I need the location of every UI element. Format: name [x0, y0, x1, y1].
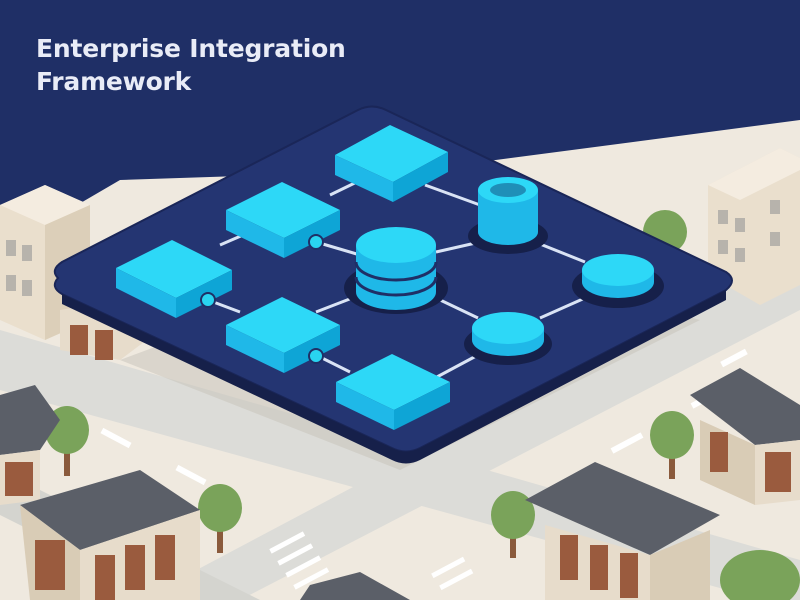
tree-icon — [650, 411, 694, 479]
module-block-icon — [226, 182, 340, 258]
office-building-icon — [708, 148, 800, 305]
connector-dots — [200, 234, 324, 364]
hanok-house-icon — [300, 572, 410, 600]
hanok-house-icon — [20, 470, 200, 600]
hanok-house-icon — [0, 385, 60, 505]
module-block-icon — [336, 354, 450, 430]
module-block-icon — [226, 297, 340, 373]
tree-icon — [491, 491, 535, 558]
title-line-2: Framework — [36, 67, 192, 96]
page-title: Enterprise Integration Framework — [36, 32, 376, 98]
disk-icon — [464, 312, 552, 365]
tree-icon — [720, 550, 800, 600]
tree-icon — [198, 484, 242, 553]
disk-icon — [572, 254, 664, 308]
title-line-1: Enterprise Integration — [36, 34, 346, 63]
hanok-house-icon — [525, 462, 720, 600]
cylinder-icon — [468, 177, 548, 254]
connection-lines — [207, 176, 586, 380]
hanok-house-icon — [690, 368, 800, 505]
module-block-icon — [335, 125, 448, 202]
database-icon — [344, 227, 448, 314]
